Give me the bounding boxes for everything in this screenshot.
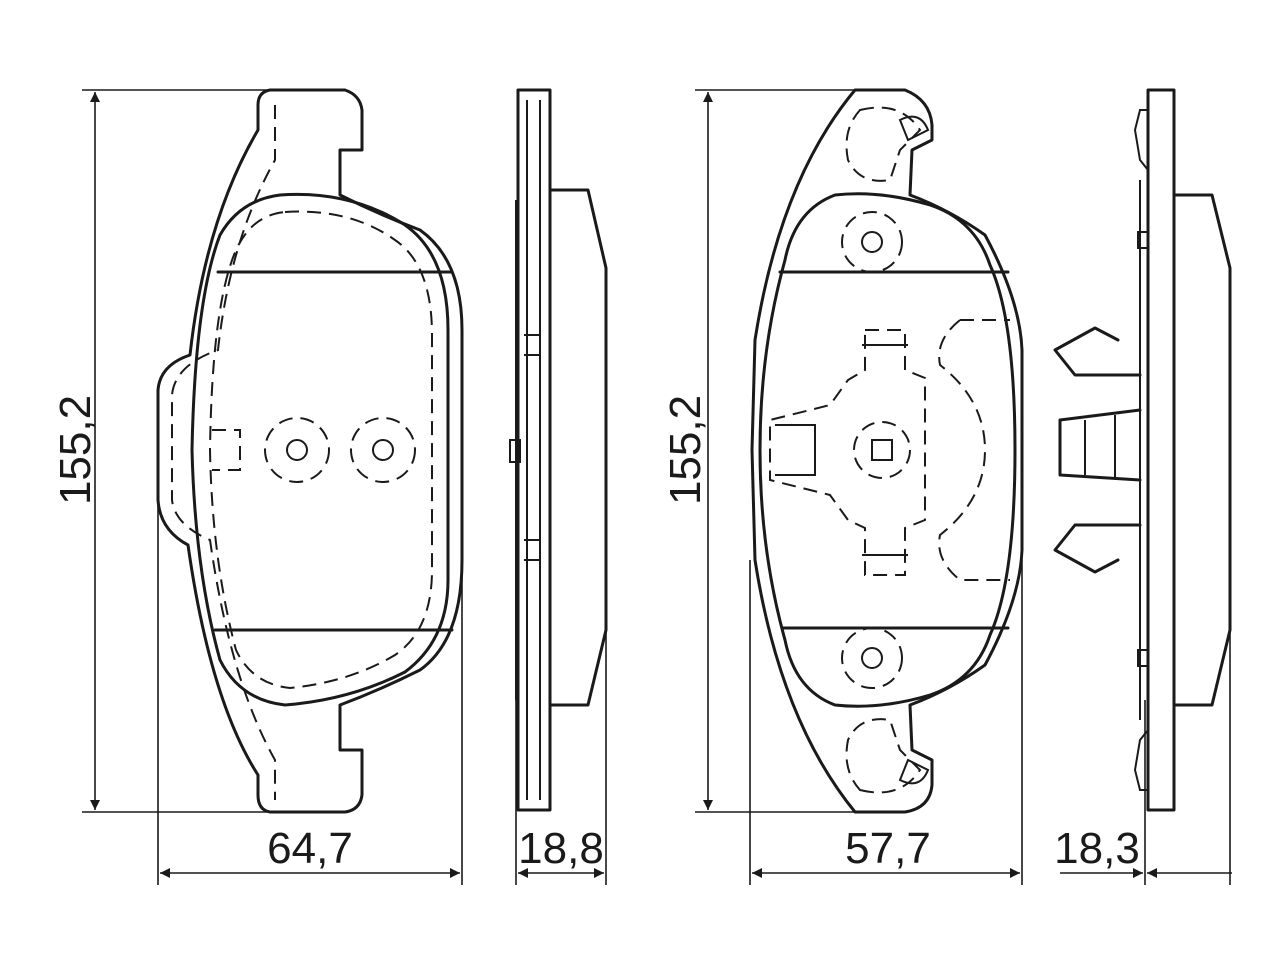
pad1-side-plate — [516, 88, 552, 812]
pad2-clip-body — [1058, 408, 1142, 482]
pad1-side-friction — [548, 188, 608, 707]
pad2-wear-indicator — [938, 319, 1010, 581]
pad1-friction-material — [190, 192, 450, 707]
dim-pad2-width: 57,7 — [845, 824, 931, 873]
dimension-lines — [82, 89, 1232, 885]
pad1-backing-plate — [156, 88, 464, 814]
dim-pad1-thickness: 18,8 — [518, 824, 604, 873]
pad2-side-plate — [1146, 88, 1176, 812]
pad2-spring-clip — [1053, 326, 1142, 574]
dim-pad1-height: 155,2 — [51, 395, 100, 505]
pad2-side-friction — [1172, 193, 1232, 707]
pad1-plate-inner-edge — [171, 105, 276, 800]
pad1-front-view — [156, 88, 464, 814]
pad2-lug-bottom — [841, 627, 930, 794]
pad1-side-view — [509, 88, 608, 812]
pad1-pin-left — [264, 417, 330, 483]
dim-pad2-height: 155,2 — [661, 395, 710, 505]
dim-pad2-thickness: 18,3 — [1054, 824, 1140, 873]
dim-pad1-width: 64,7 — [267, 824, 353, 873]
pad2-lug-top — [841, 106, 930, 273]
pad1-notch — [212, 429, 241, 471]
pad1-pin-right — [350, 417, 416, 483]
pad2-front-view — [750, 88, 1024, 814]
pad1-friction-inner — [208, 210, 433, 690]
pad2-side-view — [1053, 88, 1232, 812]
pad2-center-clip — [769, 329, 926, 576]
pad2-friction-material — [758, 192, 1017, 708]
